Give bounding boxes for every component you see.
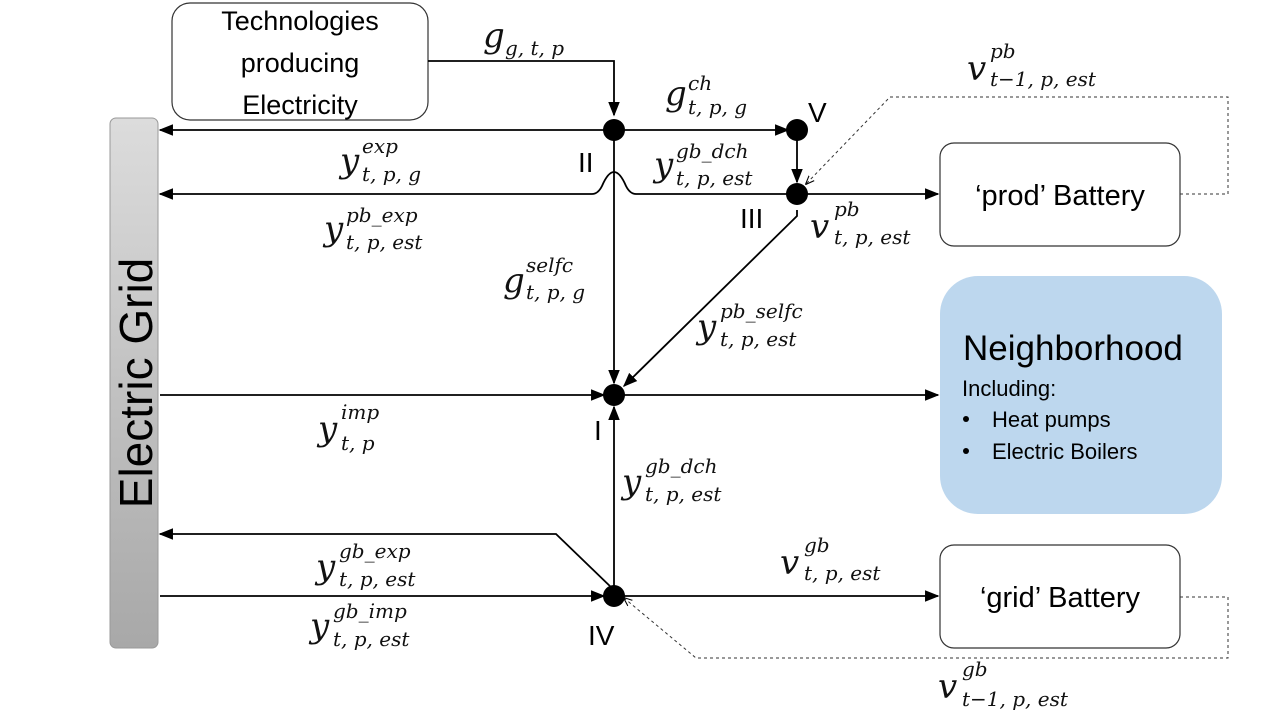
- tech-line3: Electricity: [242, 90, 358, 120]
- feedback-prod-battery: [806, 96, 1229, 195]
- svg-text:pb_exp: pb_exp: [346, 203, 418, 227]
- svg-text:y: y: [314, 547, 336, 587]
- svg-text:t−1, p, est: t−1, p, est: [990, 67, 1097, 91]
- node-I: [603, 384, 625, 406]
- neighborhood-box: Neighborhood Including: Heat pumps Elect…: [940, 276, 1222, 514]
- node-label-II: II: [578, 147, 594, 178]
- svg-text:t−1, p, est: t−1, p, est: [962, 687, 1069, 711]
- tech-line2: producing: [241, 48, 360, 78]
- svg-text:pb: pb: [834, 197, 860, 221]
- svg-text:y: y: [620, 462, 642, 502]
- svg-text:g: g: [503, 261, 525, 301]
- label-y-exp: y exp t, p, g: [338, 134, 421, 186]
- prod-battery-label: ‘prod’ Battery: [975, 180, 1145, 212]
- flow-IV-to-grid: [158, 528, 615, 591]
- svg-text:g: g: [665, 74, 687, 114]
- label-y-gb-dch-top: y gb_dch t, p, est: [652, 139, 753, 190]
- neighborhood-fill: [940, 276, 1222, 514]
- bullet-icon: [963, 416, 969, 422]
- svg-text:g, t, p: g, t, p: [505, 36, 564, 60]
- flow-III-to-I: [622, 210, 798, 388]
- node-label-III: III: [740, 203, 763, 234]
- node-IV: [603, 585, 625, 607]
- svg-text:t, p, est: t, p, est: [804, 561, 881, 585]
- svg-text:gb_exp: gb_exp: [339, 539, 411, 563]
- svg-text:gb: gb: [962, 657, 988, 681]
- label-y-gb-exp: y gb_exp t, p, est: [314, 539, 416, 591]
- svg-text:g: g: [483, 16, 505, 56]
- svg-text:v: v: [810, 207, 829, 247]
- grid-battery-box: ‘grid’ Battery: [939, 544, 1181, 649]
- feedback-lines: [624, 96, 1229, 659]
- node-III: [786, 183, 808, 205]
- svg-text:t, p, est: t, p, est: [339, 567, 416, 591]
- technologies-box: Technologies producing Electricity: [171, 2, 429, 121]
- label-v-gb: v gb t, p, est: [780, 533, 881, 585]
- electric-grid: Electric Grid: [109, 117, 162, 649]
- svg-text:t, p, g: t, p, g: [362, 162, 421, 186]
- electric-grid-label: Electric Grid: [110, 258, 162, 508]
- label-y-pb-selfc: y pb_selfc t, p, est: [695, 299, 803, 351]
- svg-text:t, p, g: t, p, g: [526, 280, 585, 304]
- svg-text:v: v: [967, 49, 986, 89]
- svg-text:t, p, est: t, p, est: [333, 627, 410, 651]
- tech-line1: Technologies: [221, 6, 379, 36]
- bullet-icon: [963, 448, 969, 454]
- svg-text:ch: ch: [688, 71, 712, 95]
- svg-text:gb_imp: gb_imp: [333, 599, 407, 623]
- svg-text:t, p, est: t, p, est: [720, 327, 797, 351]
- svg-text:gb: gb: [804, 533, 830, 557]
- svg-text:y: y: [308, 606, 330, 646]
- label-v-gb-prev: v gb t−1, p, est: [938, 657, 1069, 711]
- svg-text:t, p, g: t, p, g: [688, 95, 747, 119]
- neighborhood-item-2: Electric Boilers: [992, 439, 1137, 464]
- grid-battery-label: ‘grid’ Battery: [980, 582, 1141, 614]
- svg-text:v: v: [780, 543, 799, 583]
- label-y-gb-imp: y gb_imp t, p, est: [308, 599, 410, 651]
- label-v-pb-prev: v pb t−1, p, est: [967, 39, 1097, 91]
- node-label-IV: IV: [588, 620, 615, 651]
- svg-text:y: y: [652, 145, 674, 185]
- node-II: [603, 119, 625, 141]
- nodes: [603, 119, 808, 607]
- svg-text:v: v: [938, 667, 957, 707]
- label-g-selfc: g selfc t, p, g: [503, 253, 585, 304]
- svg-text:t, p: t, p: [341, 431, 375, 455]
- svg-text:y: y: [316, 409, 338, 449]
- flow-lines: [158, 60, 940, 602]
- svg-text:gb_dch: gb_dch: [676, 139, 749, 163]
- feedback-grid-battery: [624, 597, 1229, 659]
- label-v-pb: v pb t, p, est: [810, 197, 911, 249]
- node-labels: V II III I IV: [578, 97, 827, 651]
- svg-text:t, p, est: t, p, est: [676, 166, 753, 190]
- prod-battery-box: ‘prod’ Battery: [939, 142, 1181, 247]
- flow-labels: g g, t, p g ch t, p, g y exp t, p, g y g…: [308, 16, 1097, 711]
- node-V: [786, 119, 808, 141]
- flow-tech-to-II: [428, 60, 620, 117]
- svg-text:y: y: [322, 209, 344, 249]
- node-label-V: V: [808, 97, 827, 128]
- svg-text:t, p, est: t, p, est: [834, 225, 911, 249]
- svg-text:gb_dch: gb_dch: [645, 454, 718, 478]
- svg-text:pb: pb: [990, 39, 1016, 63]
- label-g-gtp: g g, t, p: [483, 16, 564, 60]
- neighborhood-title: Neighborhood: [963, 329, 1183, 368]
- label-y-gb-dch: y gb_dch t, p, est: [620, 454, 722, 506]
- svg-text:y: y: [338, 141, 360, 181]
- svg-text:selfc: selfc: [526, 253, 573, 277]
- node-label-I: I: [594, 415, 602, 446]
- svg-text:pb_selfc: pb_selfc: [720, 299, 803, 323]
- label-y-pb-exp: y pb_exp t, p, est: [322, 203, 423, 254]
- svg-text:y: y: [695, 307, 717, 347]
- svg-text:t, p, est: t, p, est: [346, 230, 423, 254]
- neighborhood-subtitle: Including:: [962, 376, 1056, 401]
- svg-text:t, p, est: t, p, est: [645, 482, 722, 506]
- label-y-imp: y imp t, p: [316, 400, 379, 455]
- svg-text:exp: exp: [362, 134, 398, 158]
- neighborhood-item-1: Heat pumps: [992, 407, 1111, 432]
- label-g-ch: g ch t, p, g: [665, 71, 747, 119]
- svg-text:imp: imp: [341, 400, 379, 424]
